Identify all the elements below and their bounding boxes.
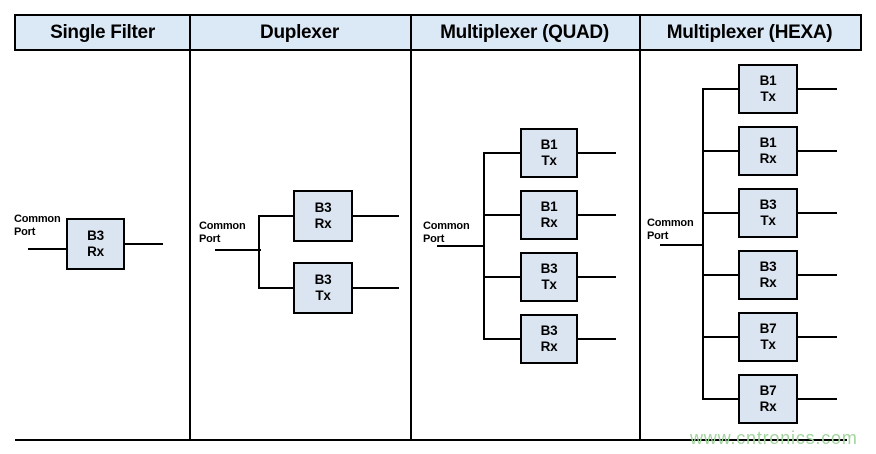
common-port-label: Common Port [199, 220, 246, 245]
header-duplexer: Duplexer [260, 21, 339, 43]
filter-mode-label: Rx [759, 399, 777, 414]
filter-band-label: B3 [314, 200, 332, 215]
branch-wire [702, 212, 738, 214]
filter-mode-label: Tx [760, 89, 776, 104]
filter-mode-label: Tx [541, 277, 557, 292]
column-divider [189, 14, 191, 441]
table-bottom-border [15, 439, 847, 441]
filter-mode-label: Rx [540, 215, 558, 230]
output-port-wire [578, 214, 616, 216]
output-port-wire [578, 276, 616, 278]
common-port-wire [660, 244, 704, 246]
branch-wire [702, 150, 738, 152]
output-port-wire [125, 243, 163, 245]
output-port-wire [353, 287, 399, 289]
output-port-wire [798, 274, 837, 276]
filter-mode-label: Rx [540, 339, 558, 354]
output-port-wire [798, 88, 837, 90]
column-divider [410, 14, 412, 441]
branch-wire [702, 336, 738, 338]
filter-band-label: B3 [314, 272, 332, 287]
filter-band-label: B3 [759, 197, 777, 212]
filter-band-label: B3 [759, 259, 777, 274]
filter-mode-label: Tx [760, 213, 776, 228]
bus-wire [483, 152, 485, 340]
bus-wire [702, 88, 704, 400]
filter-band-label: B1 [540, 199, 558, 214]
common-port-label: Common Port [423, 220, 470, 245]
output-port-wire [798, 150, 837, 152]
branch-wire [483, 338, 520, 340]
branch-wire [702, 88, 738, 90]
common-port-label: Common Port [647, 217, 694, 242]
header-single-filter: Single Filter [50, 21, 155, 43]
output-port-wire [798, 212, 837, 214]
output-port-wire [798, 398, 837, 400]
filter-band-label: B7 [759, 383, 777, 398]
branch-wire [702, 274, 738, 276]
filter-mode-label: Rx [314, 216, 332, 231]
branch-wire [258, 287, 293, 289]
table-header-row: Single Filter Duplexer Multiplexer (QUAD… [14, 14, 862, 51]
common-port-wire [437, 245, 485, 247]
branch-wire [483, 152, 520, 154]
common-port-wire [215, 249, 261, 251]
output-port-wire [578, 338, 616, 340]
column-divider [639, 14, 641, 441]
filter-mode-label: Rx [87, 244, 104, 259]
output-port-wire [353, 215, 399, 217]
common-port-wire [28, 248, 66, 250]
filter-mode-label: Tx [760, 337, 776, 352]
bus-wire [258, 215, 260, 289]
header-multiplexer-hexa: Multiplexer (HEXA) [666, 21, 833, 43]
output-port-wire [578, 152, 616, 154]
filter-band-label: B1 [759, 73, 777, 88]
header-multiplexer-quad: Multiplexer (QUAD) [440, 21, 609, 43]
filter-mode-label: Tx [541, 153, 557, 168]
branch-wire [258, 215, 293, 217]
filter-band-label: B3 [87, 228, 104, 243]
branch-wire [702, 398, 738, 400]
output-port-wire [798, 336, 837, 338]
common-port-label: Common Port [14, 213, 61, 238]
branch-wire [483, 214, 520, 216]
filter-band-label: B1 [540, 137, 558, 152]
filter-band-label: B3 [540, 323, 558, 338]
branch-wire [483, 276, 520, 278]
filter-mode-label: Rx [759, 151, 777, 166]
filter-band-label: B7 [759, 321, 777, 336]
filter-mode-label: Rx [759, 275, 777, 290]
filter-mode-label: Tx [315, 288, 331, 303]
watermark-text: www.cntronics.com [690, 428, 858, 448]
filter-band-label: B1 [759, 135, 777, 150]
filter-band-label: B3 [540, 261, 558, 276]
